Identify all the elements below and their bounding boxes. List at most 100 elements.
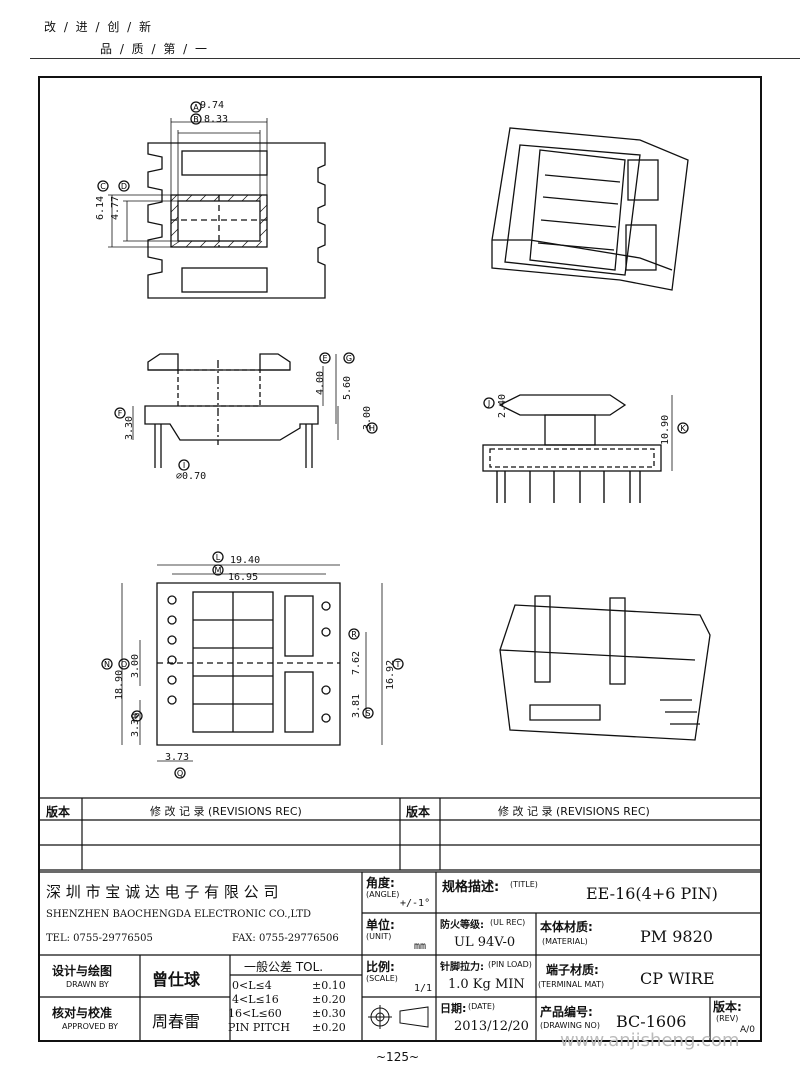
scale-label: 比例: xyxy=(366,960,395,974)
pinload-sub: (PIN LOAD) xyxy=(488,960,532,969)
dim-o: 3.00 xyxy=(130,653,141,678)
title-sub: (TITLE) xyxy=(510,880,538,889)
tol-value-2: ±0.20 xyxy=(312,993,346,1006)
top-view xyxy=(97,101,326,299)
approved-sub: APPROVED BY xyxy=(62,1022,119,1031)
rev-version-header: 版本 xyxy=(46,805,71,819)
ref-label-c: C xyxy=(100,182,106,191)
drawn-sub: DRAWN BY xyxy=(66,980,109,989)
ref-label-t: T xyxy=(395,660,401,669)
drawing-frame xyxy=(38,76,762,1042)
fire-sub: (UL REC) xyxy=(490,918,526,927)
side-view xyxy=(114,352,378,471)
dim-c: 6.14 xyxy=(95,195,106,220)
ref-label-k: K xyxy=(680,424,686,433)
angle-sub: (ANGLE) xyxy=(366,890,400,899)
watermark: www.anjisheng.com xyxy=(560,1030,740,1051)
fire-value: UL 94V-0 xyxy=(454,935,516,950)
drawing-no-value: BC-1606 xyxy=(616,1012,687,1031)
dim-i: ⌀0.70 xyxy=(176,471,207,482)
projection-symbol-icon xyxy=(368,1005,429,1029)
ref-label-n: N xyxy=(104,660,110,669)
rev-version-header-2: 版本 xyxy=(406,805,431,819)
dim-e: 4.00 xyxy=(315,370,326,395)
terminal-label: 端子材质: xyxy=(546,963,599,977)
tol-range-2: 4<L≤16 xyxy=(232,993,279,1006)
isometric-view-1 xyxy=(491,127,689,291)
rev-label: 版本: xyxy=(713,1000,742,1014)
dim-q: 3.73 xyxy=(165,752,190,763)
rev-sub: (REV) xyxy=(716,1014,739,1023)
drawn-value: 曾仕球 xyxy=(152,970,201,989)
ref-label-o: O xyxy=(121,660,127,669)
unit-sub: (UNIT) xyxy=(366,932,392,941)
dim-a: 9.74 xyxy=(200,100,225,111)
page-number: ~125~ xyxy=(376,1050,420,1064)
scale-sub: (SCALE) xyxy=(366,974,398,983)
angle-label: 角度: xyxy=(366,876,395,890)
tol-value-4: ±0.20 xyxy=(312,1021,346,1034)
ref-label-h: H xyxy=(369,424,375,433)
dim-f: 3.30 xyxy=(124,415,135,440)
ref-label-a: A xyxy=(193,103,199,112)
dim-g: 5.60 xyxy=(342,375,353,400)
unit-value: mm xyxy=(414,941,427,952)
slogan-line-2: 品 / 质 / 第 / 一 xyxy=(100,42,210,56)
dim-d: 4.77 xyxy=(110,195,121,220)
dim-j: 2.40 xyxy=(497,393,508,418)
title-block-grid xyxy=(38,797,762,1040)
company-tel: TEL: 0755-29776505 xyxy=(46,933,153,944)
approved-label: 核对与校准 xyxy=(52,1006,113,1020)
ref-label-m: M xyxy=(215,566,222,575)
ref-label-p: P xyxy=(135,712,140,721)
ref-label-e: E xyxy=(322,354,327,363)
dim-l: 19.40 xyxy=(230,555,261,566)
tol-range-1: 0<L≤4 xyxy=(232,979,272,992)
dim-k: 10.90 xyxy=(660,414,671,445)
tol-value-1: ±0.10 xyxy=(312,979,346,992)
date-value: 2013/12/20 xyxy=(454,1019,529,1034)
dim-n: 18.90 xyxy=(114,669,125,700)
title-label: 规格描述: xyxy=(442,880,500,895)
rev-record-header: 修 改 记 录 (REVISIONS REC) xyxy=(150,805,302,818)
dim-h: 3.00 xyxy=(362,405,373,430)
ref-label-q: Q xyxy=(177,769,183,778)
tol-value-3: ±0.30 xyxy=(312,1007,346,1020)
date-sub: (DATE) xyxy=(468,1002,496,1011)
ref-label-i: I xyxy=(183,461,185,470)
dim-s: 3.81 xyxy=(351,693,362,718)
ref-label-l: L xyxy=(216,553,221,562)
rev-record-header-2: 修 改 记 录 (REVISIONS REC) xyxy=(498,805,650,818)
ref-label-g: G xyxy=(346,354,352,363)
header-divider xyxy=(30,58,800,59)
ref-label-d: D xyxy=(121,182,127,191)
dim-b: 8.33 xyxy=(204,114,229,125)
title-value: EE-16(4+6 PIN) xyxy=(586,884,718,903)
drawing-no-sub: (DRAWING NO) xyxy=(540,1021,600,1030)
tol-range-3: 16<L≤60 xyxy=(228,1007,282,1020)
bottom-view xyxy=(101,551,404,779)
pinload-label: 针脚拉力: xyxy=(440,962,484,973)
material-value: PM 9820 xyxy=(640,927,713,946)
dim-r: 7.62 xyxy=(351,650,362,675)
pinload-value: 1.0 Kg MIN xyxy=(448,977,525,992)
drawn-label: 设计与绘图 xyxy=(52,964,113,978)
company-name-en: SHENZHEN BAOCHENGDA ELECTRONIC CO.,LTD xyxy=(46,909,312,920)
terminal-value: CP WIRE xyxy=(640,969,715,988)
ref-label-f: F xyxy=(118,409,123,418)
date-label: 日期: xyxy=(440,1002,467,1015)
tol-title: 一般公差 TOL. xyxy=(244,960,324,974)
material-label: 本体材质: xyxy=(540,920,593,934)
scale-value: 1/1 xyxy=(414,983,433,994)
angle-value: +/-1° xyxy=(400,898,431,909)
rev-value: A/0 xyxy=(740,1025,755,1035)
company-name-cn: 深 圳 市 宝 诚 达 电 子 有 限 公 司 xyxy=(46,883,279,901)
unit-label: 单位: xyxy=(366,918,395,932)
slogan-line-1: 改 / 进 / 创 / 新 xyxy=(44,20,154,34)
terminal-sub: (TERMINAL MAT) xyxy=(538,980,605,989)
tol-range-4: PIN PITCH xyxy=(228,1021,290,1034)
fire-label: 防火等级: xyxy=(440,920,484,931)
front-view xyxy=(482,394,689,503)
dim-p: 3.30 xyxy=(130,712,141,737)
